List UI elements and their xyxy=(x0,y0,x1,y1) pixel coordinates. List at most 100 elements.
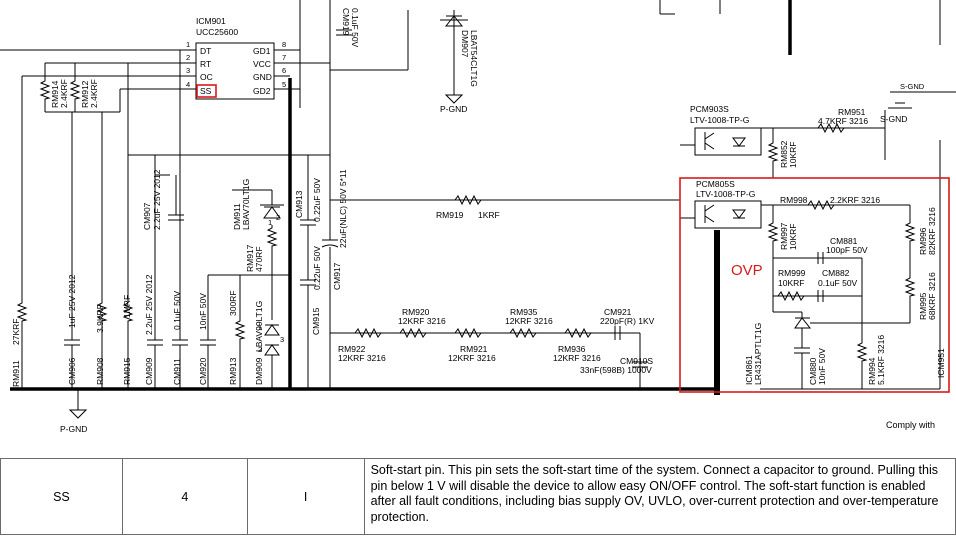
svg-text:CM882: CM882 xyxy=(822,268,850,278)
svg-text:LTV-1008-TP-G: LTV-1008-TP-G xyxy=(696,189,755,199)
svg-text:RM936: RM936 xyxy=(558,344,586,354)
svg-text:12KRF 3216: 12KRF 3216 xyxy=(398,316,446,326)
svg-text:OC: OC xyxy=(200,72,213,82)
svg-text:300RF: 300RF xyxy=(228,290,238,316)
svg-text:5: 5 xyxy=(282,80,286,89)
svg-text:S-GND: S-GND xyxy=(900,82,925,91)
svg-text:ICM901: ICM901 xyxy=(196,16,226,26)
svg-text:GD2: GD2 xyxy=(253,86,271,96)
svg-text:LBAT54CLT1G: LBAT54CLT1G xyxy=(469,30,479,87)
svg-text:3.9KRF: 3.9KRF xyxy=(95,304,105,333)
svg-text:2.2uF 25V 2012: 2.2uF 25V 2012 xyxy=(152,169,162,230)
svg-text:12KRF 3216: 12KRF 3216 xyxy=(505,316,553,326)
svg-text:3: 3 xyxy=(280,335,284,344)
svg-text:0.1uF 50V: 0.1uF 50V xyxy=(172,290,182,330)
pin-name-cell: SS xyxy=(0,458,123,535)
svg-text:RM951: RM951 xyxy=(838,107,866,117)
svg-text:ICM951: ICM951 xyxy=(936,348,946,378)
svg-text:10nF 50V: 10nF 50V xyxy=(817,348,827,385)
svg-text:RM996: RM996 xyxy=(918,227,928,255)
pcm805s-optocoupler: PCM805S LTV-1008-TP-G RM998 2.2KRF 3216 xyxy=(680,179,910,395)
svg-text:SS: SS xyxy=(200,86,212,96)
svg-text:1KRF: 1KRF xyxy=(478,210,500,220)
svg-text:3: 3 xyxy=(186,66,190,75)
svg-text:0.1uF 50V: 0.1uF 50V xyxy=(350,8,360,48)
svg-text:CM909: CM909 xyxy=(144,357,154,385)
ic-ucc25600: ICM901 UCC25600 DT RT OC SS GD1 VCC GND … xyxy=(22,16,330,100)
svg-text:10KRF: 10KRF xyxy=(788,224,798,250)
svg-text:82KRF 3216: 82KRF 3216 xyxy=(927,207,937,255)
svg-text:4.7KRF 3216: 4.7KRF 3216 xyxy=(818,116,868,126)
svg-text:0.22uF 50V: 0.22uF 50V xyxy=(312,178,322,222)
svg-text:470RF: 470RF xyxy=(254,246,264,272)
svg-text:ICM861: ICM861 xyxy=(744,355,754,385)
svg-text:2.4KRF: 2.4KRF xyxy=(89,79,99,108)
svg-text:RM911: RM911 xyxy=(11,360,21,387)
svg-text:1: 1 xyxy=(186,40,190,49)
svg-text:2.4KRF: 2.4KRF xyxy=(59,79,69,108)
svg-text:1MRF: 1MRF xyxy=(122,295,132,318)
svg-text:10nF 50V: 10nF 50V xyxy=(198,293,208,330)
svg-text:1: 1 xyxy=(268,218,272,227)
svg-text:68KRF 3216: 68KRF 3216 xyxy=(927,272,937,320)
dm911-diode: 1 2 xyxy=(260,204,284,227)
ss-pin-highlight xyxy=(196,84,217,98)
svg-text:RM997: RM997 xyxy=(779,222,789,250)
svg-text:33nF(598B) 1000V: 33nF(598B) 1000V xyxy=(580,365,652,375)
svg-text:0.1uF 50V: 0.1uF 50V xyxy=(818,278,858,288)
table-row: SS 4 I Soft-start pin. This pin sets the… xyxy=(0,458,956,535)
svg-text:1: 1 xyxy=(258,323,262,332)
svg-text:RM913: RM913 xyxy=(228,357,238,385)
svg-text:2.2KRF 3216: 2.2KRF 3216 xyxy=(830,195,880,205)
svg-text:2: 2 xyxy=(186,53,190,62)
pcm903s-optocoupler: PCM903S LTV-1008-TP-G RM951 4.7KRF 3216 … xyxy=(680,104,886,178)
svg-text:LTV-1008-TP-G: LTV-1008-TP-G xyxy=(690,115,749,125)
svg-text:CM910S: CM910S xyxy=(620,356,653,366)
svg-text:RM922: RM922 xyxy=(338,344,366,354)
comply-note: Comply with xyxy=(886,420,935,430)
svg-text:UCC25600: UCC25600 xyxy=(196,27,238,37)
svg-text:S-GND: S-GND xyxy=(880,114,907,124)
svg-text:PCM805S: PCM805S xyxy=(696,179,735,189)
svg-text:0.22uF 50V: 0.22uF 50V xyxy=(312,246,322,290)
svg-text:100pF 50V: 100pF 50V xyxy=(826,245,868,255)
left-vertical-branches xyxy=(17,50,339,389)
svg-text:LBAV99LT1G: LBAV99LT1G xyxy=(254,301,264,352)
svg-text:RT: RT xyxy=(200,59,211,69)
rm914-rm912: RM914 2.4KRF RM912 2.4KRF xyxy=(40,62,128,112)
svg-text:RM908: RM908 xyxy=(95,357,105,385)
svg-text:RM915: RM915 xyxy=(122,357,132,385)
svg-text:VCC: VCC xyxy=(253,59,271,69)
pin-description-cell: Soft-start pin. This pin sets the soft-s… xyxy=(363,458,956,535)
svg-text:RM995: RM995 xyxy=(918,292,928,320)
svg-text:CM919: CM919 xyxy=(341,8,351,36)
svg-text:8: 8 xyxy=(282,40,286,49)
svg-text:12KRF 3216: 12KRF 3216 xyxy=(448,353,496,363)
svg-text:220pF(R) 1KV: 220pF(R) 1KV xyxy=(600,316,655,326)
svg-text:12KRF 3216: 12KRF 3216 xyxy=(338,353,386,363)
svg-text:RM998: RM998 xyxy=(780,195,808,205)
top-vcc-network: CM919 0.1uF 50V DM907 LBAT54CLT1G P-GND … xyxy=(0,0,956,124)
svg-text:GND: GND xyxy=(253,72,272,82)
svg-text:2: 2 xyxy=(258,345,262,354)
svg-text:5.1KRF 3216: 5.1KRF 3216 xyxy=(876,335,886,385)
svg-text:CM915: CM915 xyxy=(311,307,321,335)
svg-text:RM919: RM919 xyxy=(436,210,464,220)
svg-text:GD1: GD1 xyxy=(253,46,271,56)
svg-text:CM921: CM921 xyxy=(604,307,632,317)
svg-text:2.2uF 25V 2012: 2.2uF 25V 2012 xyxy=(144,274,154,335)
svg-text:LR431APTLT1G: LR431APTLT1G xyxy=(753,323,763,385)
svg-text:CM911: CM911 xyxy=(172,358,182,385)
svg-text:RM994: RM994 xyxy=(867,357,877,385)
svg-text:RM852: RM852 xyxy=(779,140,789,168)
svg-text:CM917: CM917 xyxy=(332,262,342,290)
svg-text:CM913: CM913 xyxy=(294,190,304,218)
svg-text:DM909: DM909 xyxy=(254,357,264,385)
svg-text:22uF(NLC) 50V 5*11: 22uF(NLC) 50V 5*11 xyxy=(338,169,348,248)
svg-text:RM914: RM914 xyxy=(50,80,60,108)
svg-text:1uF 25V 2012: 1uF 25V 2012 xyxy=(67,274,77,328)
svg-text:DM907: DM907 xyxy=(460,30,470,58)
svg-text:RM920: RM920 xyxy=(402,307,430,317)
svg-text:P-GND: P-GND xyxy=(440,104,467,114)
